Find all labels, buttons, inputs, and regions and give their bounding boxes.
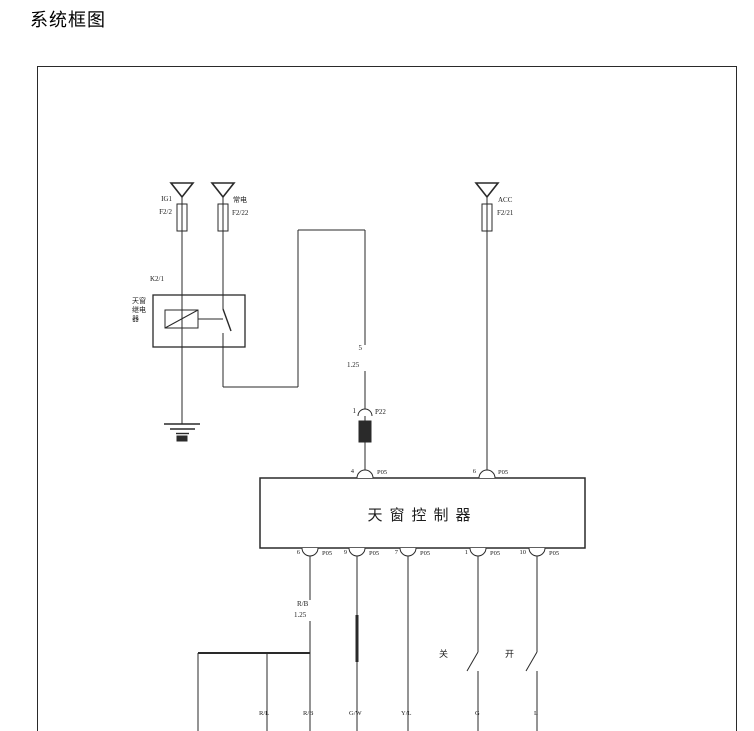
label-bot-pin4-num: 1 (464, 549, 468, 556)
pin-arc-bot-3 (399, 547, 417, 557)
diagram-border (37, 66, 737, 731)
label-relay-name-1: 天窗 (132, 297, 146, 305)
connector-arc-mid (357, 408, 373, 417)
label-wire1-size: 1.25 (347, 361, 360, 369)
pin-arc-top-6 (478, 469, 496, 479)
label-bot-pin1-conn: P05 (322, 550, 333, 557)
label-bottom-wire-5: G (475, 710, 480, 717)
label-relay-name-3: 器 (132, 315, 139, 323)
lower-wires (197, 556, 538, 731)
pin-arc-bot-4 (469, 547, 487, 557)
label-bot-pin1-num: 6 (296, 549, 300, 556)
wires (181, 197, 488, 470)
ground-icon (164, 423, 200, 442)
page-title: 系统框图 (30, 10, 106, 30)
label-relay-name-2: 继电 (132, 306, 146, 314)
label-top-pin2-conn: P05 (498, 469, 509, 476)
pin-arc-bot-1 (301, 547, 319, 557)
controller-title: 天窗控制器 (367, 508, 478, 524)
label-switch-open: 开 (505, 649, 515, 659)
label-bot-pin3-num: 7 (394, 549, 398, 556)
controller-box (259, 477, 586, 549)
label-fuse-acc: F2/21 (497, 209, 514, 217)
label-bottom-wire-6: L (534, 710, 538, 717)
label-top-pin1-num: 4 (350, 468, 354, 475)
label-acc: ACC (498, 196, 513, 204)
switch-close-blade (466, 651, 479, 672)
label-bottom-wire-2: R/B (303, 710, 314, 717)
label-bot-pin5-conn: P05 (549, 550, 560, 557)
switch-open-blade (525, 651, 538, 672)
label-top-pin2-num: 6 (472, 468, 476, 475)
label-fuse-ig1: F2/2 (159, 208, 172, 216)
label-relay-ref: K2/1 (150, 275, 164, 283)
relay-contact-blade (222, 308, 232, 332)
power-arrow-icon-acc (474, 182, 500, 199)
pin-arc-bot-5 (528, 547, 546, 557)
pin-arc-top-4 (356, 469, 374, 479)
label-wire1-color: 5 (358, 344, 363, 352)
noise-filter (358, 420, 372, 443)
power-arrow-icon-ig1 (169, 182, 195, 199)
label-bot-pin4-conn: P05 (490, 550, 501, 557)
label-bot-pin2-num: 9 (343, 549, 347, 556)
label-switch-close: 关 (439, 649, 449, 659)
label-bottom-wire-1: R/L (259, 710, 270, 717)
label-battery: 常电 (233, 196, 247, 204)
label-bottom-wire-3: G/W (349, 710, 362, 717)
label-conn-mid-pin: 1 (352, 407, 357, 415)
label-bot-pin2-conn: P05 (369, 550, 380, 557)
label-conn-mid-name: P22 (375, 408, 386, 416)
relay-box (152, 294, 246, 348)
label-ig1: IG1 (161, 195, 172, 203)
pin-arc-bot-2 (348, 547, 366, 557)
label-wire2-color: R/B (297, 600, 309, 608)
label-bot-pin3-conn: P05 (420, 550, 431, 557)
label-bottom-wire-4: Y/L (401, 710, 412, 717)
power-arrow-icon-battery (210, 182, 236, 199)
label-wire2-size: 1.25 (294, 611, 307, 619)
label-top-pin1-conn: P05 (377, 469, 388, 476)
label-bot-pin5-num: 10 (519, 549, 527, 556)
label-fuse-battery: F2/22 (232, 209, 249, 217)
